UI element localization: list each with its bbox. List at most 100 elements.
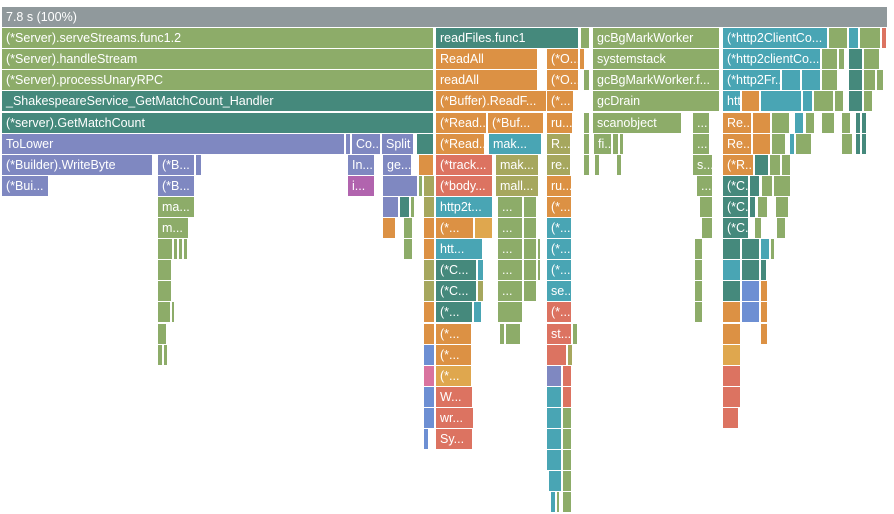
flame-frame[interactable] [404,239,412,260]
flame-frame[interactable] [822,49,837,70]
flame-frame[interactable] [742,91,759,112]
flame-frame[interactable] [723,302,740,323]
flame-frame[interactable] [777,218,785,238]
flame-frame[interactable] [849,91,862,112]
flame-frame[interactable]: systemstack [593,49,719,70]
flame-frame[interactable] [475,218,492,238]
flame-frame[interactable] [695,239,702,260]
flame-frame[interactable] [700,196,712,217]
flame-frame[interactable] [753,112,770,133]
flame-frame[interactable] [573,323,577,344]
flame-frame[interactable] [551,492,555,513]
flame-root-frame[interactable]: 7.8 s (100%) [2,7,887,27]
flame-frame[interactable]: (*... [547,260,571,281]
flame-frame[interactable] [424,260,434,281]
flame-frame[interactable]: ToLower [2,133,344,154]
flame-frame[interactable] [882,28,886,49]
flame-frame[interactable]: (*B... [158,154,194,175]
flame-frame[interactable] [842,133,852,154]
flame-frame[interactable] [723,260,740,281]
flame-frame[interactable]: (*http2clientCo... [723,49,820,70]
flame-frame[interactable]: ... [498,218,522,238]
flame-frame[interactable] [849,70,862,91]
flame-frame[interactable] [563,365,571,386]
flame-frame[interactable] [547,344,566,365]
flame-frame[interactable]: ru... [547,112,572,133]
flame-frame[interactable] [474,302,481,323]
flame-frame[interactable] [158,281,171,302]
flame-frame[interactable] [419,175,422,196]
flame-frame[interactable] [524,218,536,238]
flame-frame[interactable]: (*Builder).WriteByte [2,154,152,175]
flame-frame[interactable] [174,239,177,260]
flame-frame[interactable] [702,218,712,238]
flame-frame[interactable] [796,133,811,154]
flame-frame[interactable] [774,175,790,196]
flame-frame[interactable] [750,175,759,196]
flame-frame[interactable] [478,281,483,302]
flame-frame[interactable] [772,112,789,133]
flame-frame[interactable]: (*C... [436,260,476,281]
flame-frame[interactable]: (*track... [436,154,492,175]
flame-frame[interactable]: gcBgMarkWorker [593,28,719,49]
flame-frame[interactable]: (*server).GetMatchCount [2,112,433,133]
flame-frame[interactable]: ReadAll [436,49,537,70]
flame-frame[interactable] [856,112,860,133]
flame-frame[interactable] [584,70,589,91]
flame-frame[interactable]: (*Read... [436,133,484,154]
flame-frame[interactable] [862,133,866,154]
flame-frame[interactable] [547,429,561,449]
flame-frame[interactable]: (*O... [547,49,578,70]
flame-frame[interactable] [424,218,434,238]
flame-frame[interactable] [750,196,755,217]
flame-frame[interactable] [761,91,801,112]
flame-frame[interactable] [524,239,536,260]
flame-frame[interactable] [723,281,740,302]
flame-frame[interactable] [164,344,167,365]
flame-frame[interactable]: (*Server).serveStreams.func1.2 [2,28,433,49]
flame-frame[interactable] [400,196,409,217]
flame-frame[interactable]: (*... [547,302,571,323]
flame-frame[interactable] [695,281,702,302]
flame-frame[interactable] [158,260,171,281]
flame-frame[interactable]: Re... [723,112,751,133]
flame-frame[interactable] [581,28,589,49]
flame-frame[interactable] [864,91,872,112]
flame-frame[interactable] [383,218,395,238]
flame-frame[interactable] [424,281,434,302]
flame-frame[interactable] [723,344,740,365]
flame-frame[interactable] [856,133,860,154]
flame-frame[interactable]: ... [498,239,522,260]
flame-frame[interactable]: htt... [723,91,740,112]
flame-frame[interactable] [842,112,850,133]
flame-frame[interactable] [506,323,520,344]
flame-frame[interactable] [802,70,820,91]
flame-frame[interactable] [404,218,412,238]
flame-frame[interactable] [803,91,812,112]
flame-frame[interactable] [758,196,767,217]
flame-frame[interactable] [755,154,768,175]
flame-frame[interactable] [753,133,770,154]
flame-frame[interactable] [723,386,740,407]
flame-frame[interactable] [613,133,618,154]
flame-frame[interactable] [814,91,833,112]
flame-frame[interactable] [822,112,834,133]
flame-frame[interactable] [424,365,434,386]
flame-frame[interactable]: wr... [436,407,473,428]
flame-frame[interactable]: gcBgMarkWorker.f... [593,70,719,91]
flame-frame[interactable] [849,49,862,70]
flame-frame[interactable] [563,450,571,471]
flame-frame[interactable] [723,323,740,344]
flame-frame[interactable]: (*... [436,218,473,238]
flame-frame[interactable] [877,70,883,91]
flame-frame[interactable] [417,133,433,154]
flame-frame[interactable]: fi... [594,133,611,154]
flame-frame[interactable]: mak... [489,133,541,154]
flame-frame[interactable]: Co... [352,133,380,154]
flame-frame[interactable]: (*Read... [436,112,486,133]
flame-frame[interactable]: (*... [547,196,571,217]
flame-frame[interactable]: readAll [436,70,537,91]
flame-frame[interactable] [547,450,561,471]
flame-frame[interactable]: (*R... [723,154,753,175]
flame-frame[interactable] [158,302,170,323]
